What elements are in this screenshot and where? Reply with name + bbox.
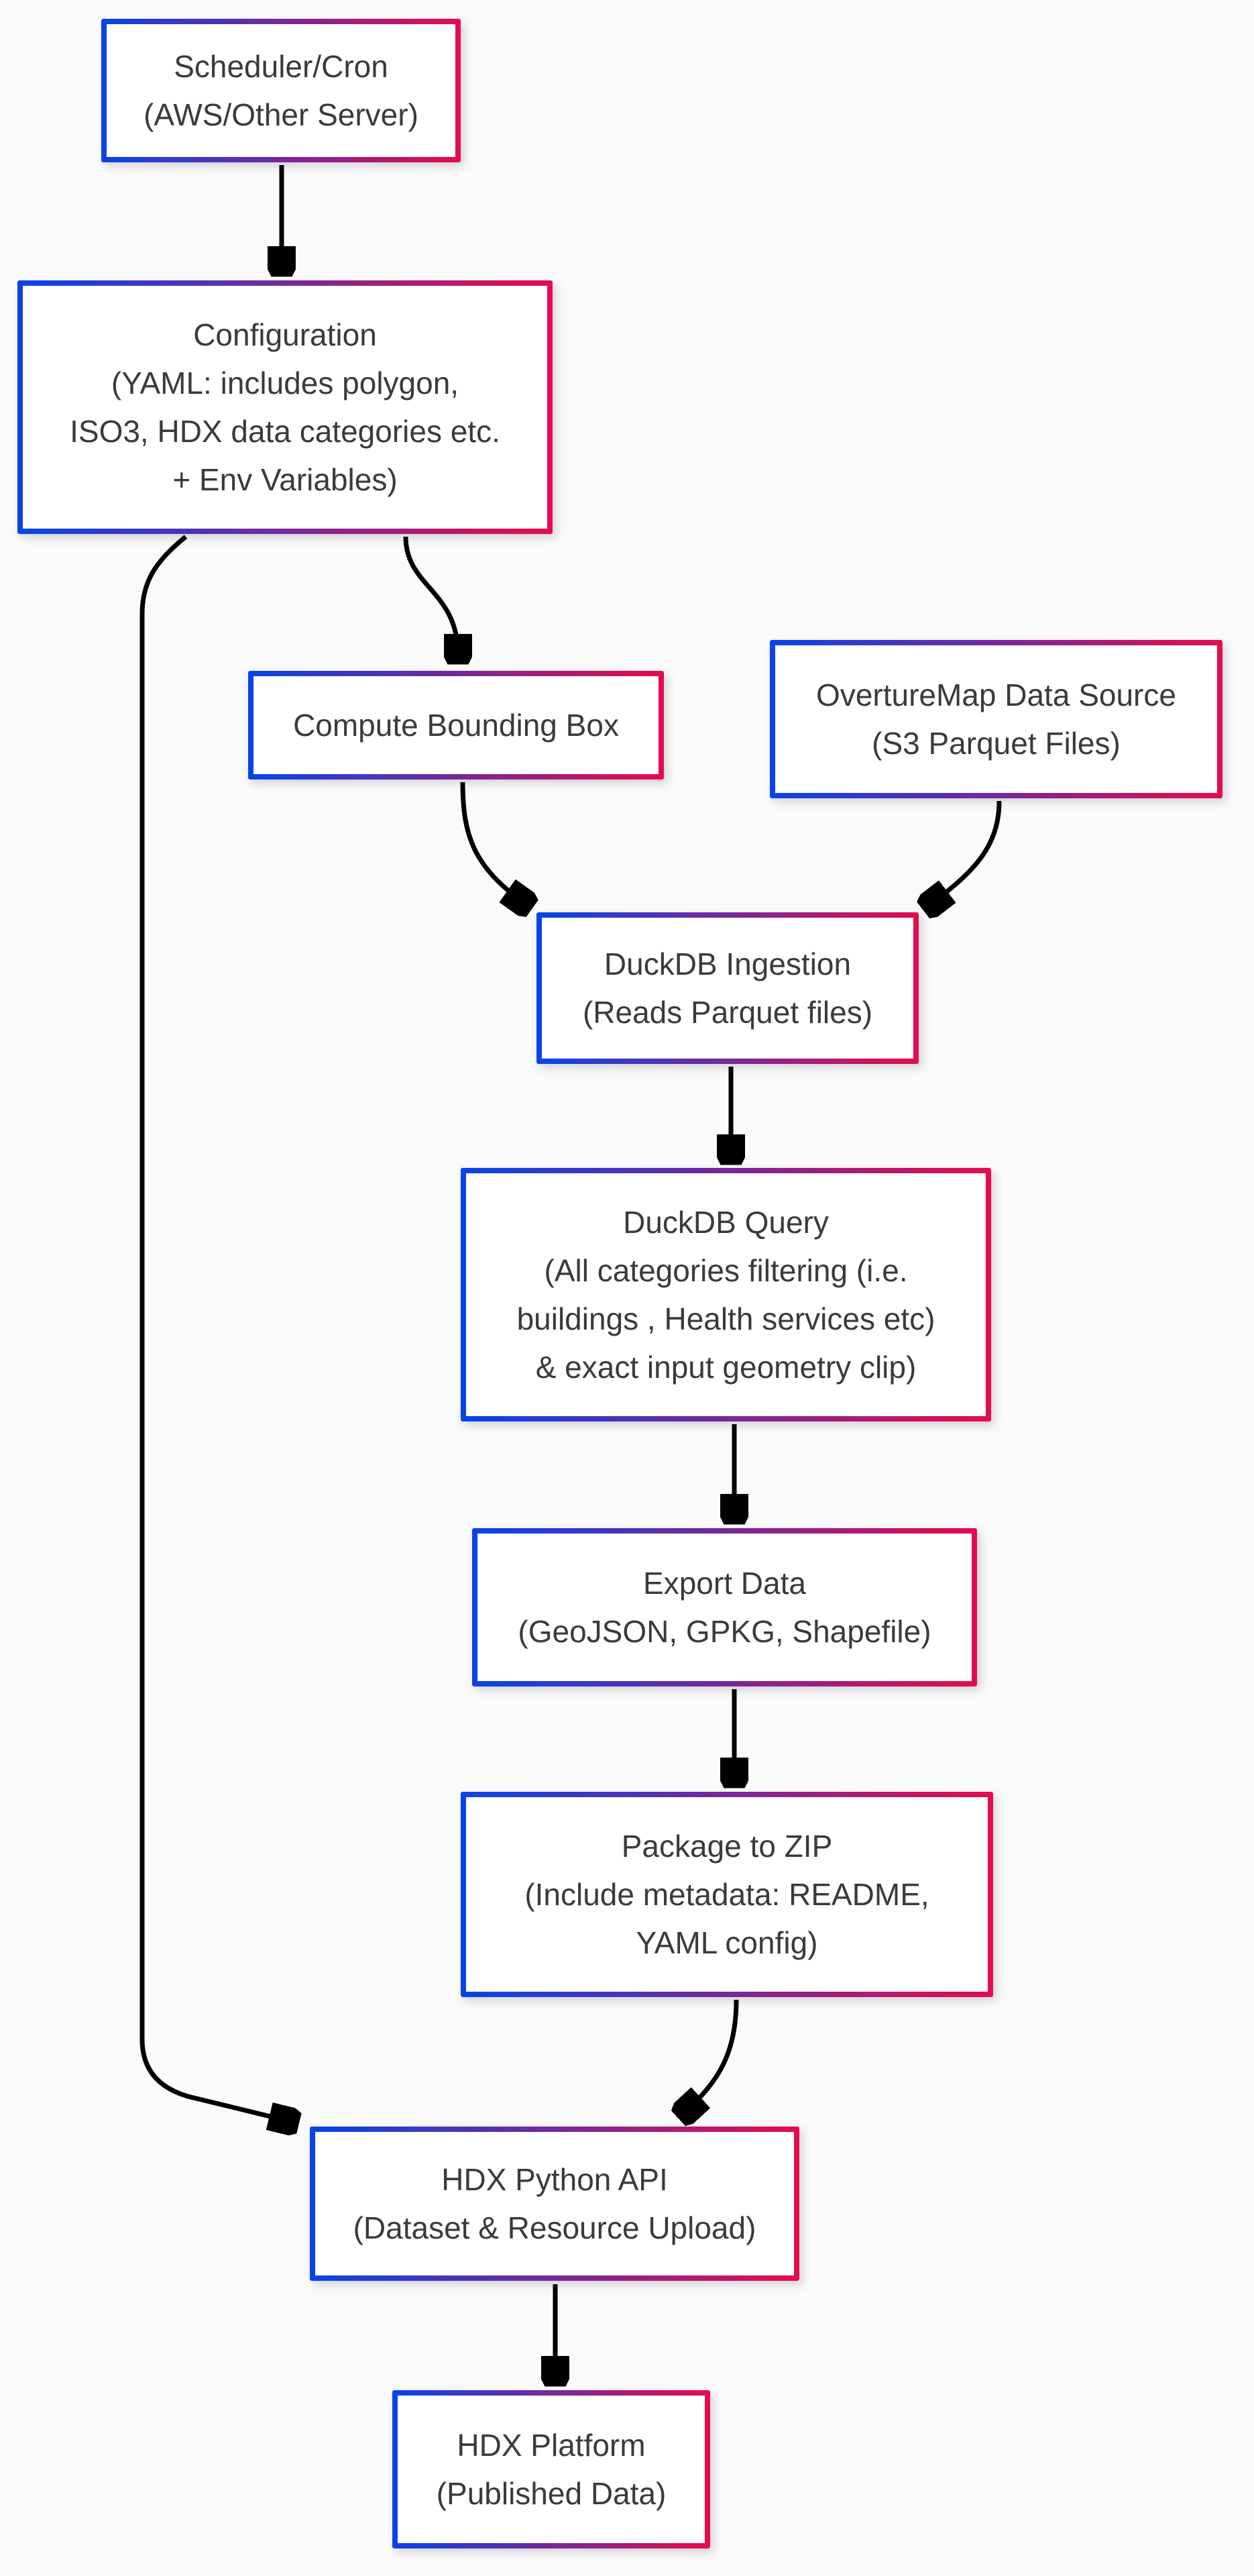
node-label: (S3 Parquet Files) <box>872 726 1121 761</box>
node-hdx-python-api-body: HDX Python API (Dataset & Resource Uploa… <box>315 2132 794 2275</box>
node-duckdb-ingestion: DuckDB Ingestion (Reads Parquet files) <box>536 912 919 1064</box>
edge-configuration-to-compute-bounding-box <box>403 536 458 655</box>
node-label: (Reads Parquet files) <box>582 995 873 1030</box>
node-label: (YAML: includes polygon, <box>111 366 459 400</box>
node-configuration-body: Configuration (YAML: includes polygon, I… <box>23 286 547 529</box>
node-compute-bounding-box: Compute Bounding Box <box>248 671 664 780</box>
node-label: Compute Bounding Box <box>293 708 619 743</box>
node-hdx-python-api: HDX Python API (Dataset & Resource Uploa… <box>310 2127 799 2281</box>
node-label: HDX Python API <box>441 2162 668 2197</box>
node-label: Package to ZIP <box>621 1829 833 1864</box>
edge-overturemap-data-source-to-duckdb-ingestion <box>931 800 1002 904</box>
node-scheduler: Scheduler/Cron (AWS/Other Server) <box>101 19 461 162</box>
node-label: (Dataset & Resource Upload) <box>353 2210 756 2245</box>
node-label: (All categories filtering (i.e. <box>544 1253 908 1288</box>
node-export-data-body: Export Data (GeoJSON, GPKG, Shapefile) <box>477 1534 972 1681</box>
node-configuration: Configuration (YAML: includes polygon, I… <box>17 280 553 534</box>
node-duckdb-query-body: DuckDB Query (All categories filtering (… <box>466 1173 986 1416</box>
node-label: YAML config) <box>636 1925 818 1960</box>
node-export-data: Export Data (GeoJSON, GPKG, Shapefile) <box>472 1528 977 1686</box>
node-label: + Env Variables) <box>172 462 398 497</box>
node-duckdb-ingestion-body: DuckDB Ingestion (Reads Parquet files) <box>542 918 913 1059</box>
node-label: DuckDB Query <box>623 1205 829 1240</box>
node-label: Export Data <box>643 1566 806 1601</box>
node-label: ISO3, HDX data categories etc. <box>70 414 500 449</box>
node-label: buildings , Health services etc) <box>516 1301 935 1336</box>
node-label: DuckDB Ingestion <box>604 947 852 981</box>
node-label: (Include metadata: README, <box>524 1877 929 1912</box>
node-duckdb-query: DuckDB Query (All categories filtering (… <box>461 1168 991 1421</box>
node-package-to-zip-body: Package to ZIP (Include metadata: README… <box>466 1797 988 1992</box>
node-label: & exact input geometry clip) <box>535 1350 917 1385</box>
node-hdx-platform-body: HDX Platform (Published Data) <box>398 2396 705 2543</box>
node-hdx-platform: HDX Platform (Published Data) <box>392 2390 710 2548</box>
node-package-to-zip: Package to ZIP (Include metadata: README… <box>461 1792 993 1997</box>
node-label: OvertureMap Data Source <box>816 678 1176 712</box>
node-overturemap-data-source: OvertureMap Data Source (S3 Parquet File… <box>770 640 1222 798</box>
node-label: HDX Platform <box>457 2428 646 2463</box>
node-label: Configuration <box>193 317 377 352</box>
node-label: (Published Data) <box>436 2476 667 2511</box>
node-label: (GeoJSON, GPKG, Shapefile) <box>518 1614 931 1649</box>
node-compute-bounding-box-body: Compute Bounding Box <box>253 676 659 774</box>
node-overturemap-data-source-body: OvertureMap Data Source (S3 Parquet File… <box>775 645 1217 793</box>
edge-compute-bounding-box-to-duckdb-ingestion <box>460 782 524 903</box>
node-label: (AWS/Other Server) <box>144 97 418 132</box>
node-scheduler-body: Scheduler/Cron (AWS/Other Server) <box>107 24 455 157</box>
edge-package-to-zip-to-hdx-python-api <box>685 1999 739 2112</box>
node-label: Scheduler/Cron <box>174 49 388 84</box>
